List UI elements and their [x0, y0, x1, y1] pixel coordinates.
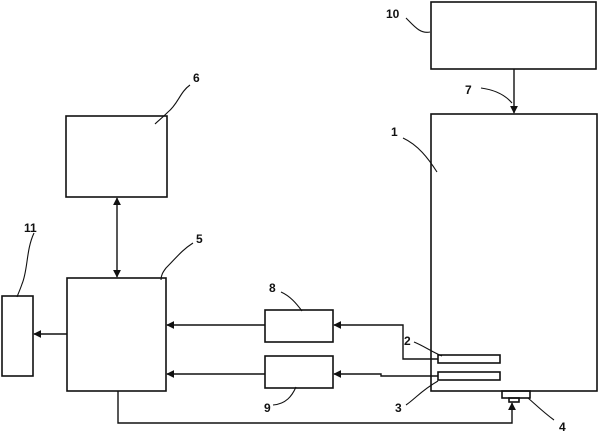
arrow-sensor2-to-8	[333, 321, 438, 360]
sensor-3	[437, 371, 501, 381]
sensor-4	[501, 390, 531, 399]
leader-3	[405, 380, 439, 406]
label-10: 10	[386, 7, 400, 21]
label-6: 6	[193, 71, 200, 85]
label-7: 7	[465, 83, 472, 97]
label-11: 11	[24, 221, 37, 235]
sensor-4-tab	[508, 397, 520, 403]
label-9: 9	[264, 401, 271, 415]
arrow-5-to-sensor4	[117, 391, 516, 424]
label-1: 1	[391, 125, 398, 139]
leader-5	[160, 242, 194, 281]
leader-7	[480, 87, 513, 104]
block-5	[66, 277, 167, 392]
sensor-2	[437, 354, 501, 364]
leader-2	[413, 341, 443, 357]
leader-9	[272, 386, 297, 406]
arrow-sensor3-to-9	[333, 370, 438, 378]
leader-8	[280, 291, 303, 312]
block-8	[264, 309, 334, 343]
block-1	[430, 113, 598, 392]
label-3: 3	[395, 401, 402, 415]
label-5: 5	[196, 232, 203, 246]
leader-4	[527, 397, 555, 421]
leader-11	[16, 232, 35, 298]
label-8: 8	[269, 281, 276, 295]
leader-1	[402, 137, 438, 173]
block-6	[65, 115, 168, 198]
label-4: 4	[559, 420, 566, 434]
block-9	[264, 355, 334, 389]
block-10	[430, 1, 597, 70]
label-2: 2	[404, 334, 411, 348]
block-11	[1, 295, 34, 377]
leader-10	[405, 17, 431, 33]
leader-6	[154, 84, 191, 125]
